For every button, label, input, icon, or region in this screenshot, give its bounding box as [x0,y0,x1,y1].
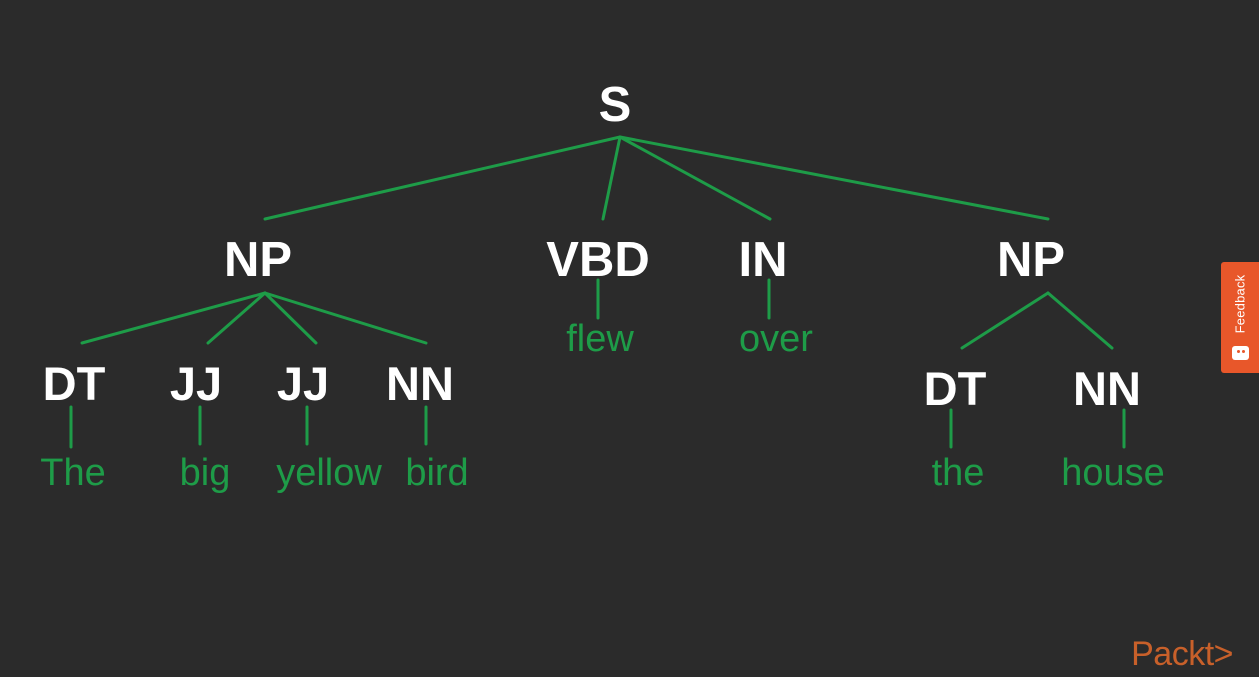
edge-np1-nn [263,291,428,345]
edge-s-vbd [601,135,622,221]
word-yellow: yellow [276,452,382,494]
packt-logo: Packt> [1131,635,1233,673]
word-over: over [739,318,813,360]
node-jj-2: JJ [277,357,329,410]
tree-edges [69,135,1126,449]
node-nn-1: NN [386,357,454,410]
word-the: The [40,452,105,494]
edge-s-np2 [618,135,1050,221]
edge-np1-dt [80,291,267,345]
node-dt-2: DT [924,362,987,415]
node-dt-1: DT [43,357,106,410]
node-in: IN [739,233,788,287]
word-flew: flew [566,318,634,360]
feedback-label: Feedback [1232,274,1248,334]
node-jj-1: JJ [170,357,222,410]
word-the-2: the [932,452,985,494]
edge-np2-nn [1046,291,1114,350]
node-np-2: NP [997,233,1065,287]
edge-s-np1 [263,135,622,221]
edge-s-in [618,135,772,221]
edge-np2-dt [960,291,1050,350]
word-big: big [180,452,231,494]
edge-np1-jj2 [263,291,318,345]
feedback-button[interactable]: Feedback [1221,262,1259,373]
node-vbd: VBD [546,233,649,287]
node-root-s: S [599,78,632,132]
node-nn-2: NN [1073,362,1141,415]
word-bird: bird [405,452,468,494]
word-house: house [1061,452,1165,494]
chat-face-icon [1232,346,1249,360]
node-np-1: NP [224,233,292,287]
edge-np1-jj1 [206,291,267,345]
